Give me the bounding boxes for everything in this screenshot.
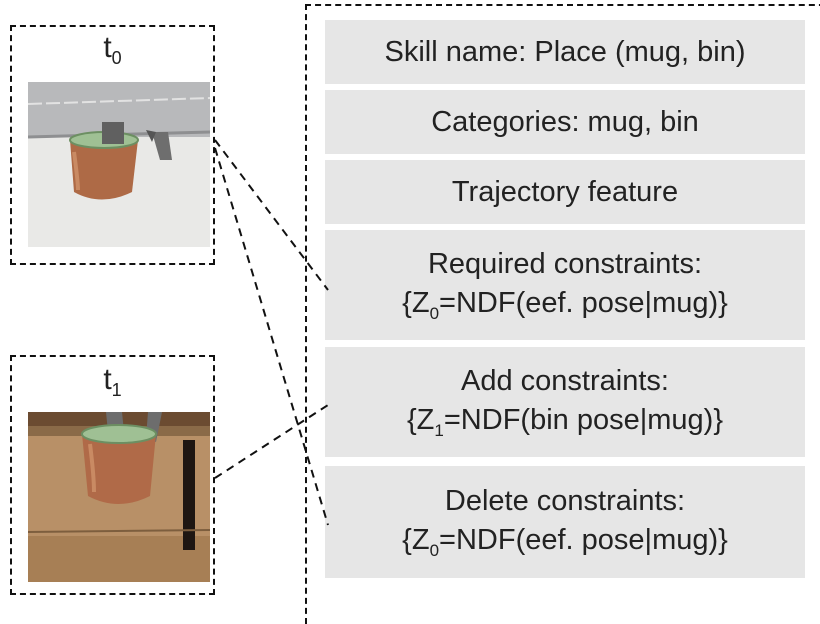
trajectory-feature-text: Trajectory feature [451, 175, 679, 208]
frame-t0: t0 [10, 25, 215, 265]
robot-place-mug-in-bin-image [28, 412, 210, 582]
scene-image-t0 [28, 82, 210, 247]
required-constraints-title: Required constraints: [427, 248, 703, 281]
add-constraints-box: Add constraints: {Z1=NDF(bin pose|mug)} [325, 347, 805, 457]
required-constraints-box: Required constraints: {Z0=NDF(eef. pose|… [325, 230, 805, 340]
skill-name-box: Skill name: Place (mug, bin) [325, 20, 805, 84]
frame-t1: t1 [10, 355, 215, 595]
categories-box: Categories: mug, bin [325, 90, 805, 154]
add-constraints-title: Add constraints: [461, 365, 669, 398]
skill-name-text: Skill name: Place (mug, bin) [384, 35, 746, 68]
categories-text: Categories: mug, bin [431, 105, 699, 138]
delete-constraints-box: Delete constraints: {Z0=NDF(eef. pose|mu… [325, 466, 805, 578]
time-label-t1: t1 [103, 363, 122, 400]
delete-constraints-formula: {Z0=NDF(eef. pose|mug)} [402, 523, 728, 560]
required-constraints-formula: {Z0=NDF(eef. pose|mug)} [402, 286, 728, 323]
robot-grasp-mug-image [28, 82, 210, 247]
delete-constraints-title: Delete constraints: [444, 485, 686, 518]
time-label-t0: t0 [103, 31, 122, 68]
trajectory-feature-box: Trajectory feature [325, 160, 805, 224]
add-constraints-formula: {Z1=NDF(bin pose|mug)} [407, 403, 723, 440]
scene-image-t1 [28, 412, 210, 582]
